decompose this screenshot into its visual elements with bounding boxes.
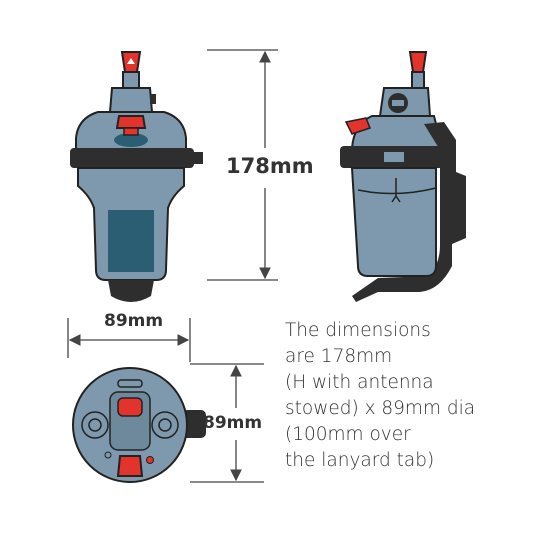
description-line: (H with antenna: [285, 372, 434, 393]
top-view: [72, 367, 206, 483]
dimensions-description: The dimensions are 178mm (H with antenna…: [285, 318, 535, 474]
depth-dimension-label: 89mm: [203, 413, 263, 433]
front-view: [70, 51, 203, 302]
description-line: (100mm over: [285, 424, 411, 445]
description-line: the lanyard tab): [285, 450, 435, 471]
side-view: [340, 51, 466, 302]
dimension-lines: [67, 49, 278, 483]
width-dimension-label: 89mm: [104, 311, 164, 331]
height-dimension-label: 178mm: [226, 154, 314, 178]
description-line: stowed) x 89mm dia: [285, 398, 476, 419]
description-line: The dimensions: [285, 320, 431, 341]
description-line: are 178mm: [285, 346, 393, 367]
